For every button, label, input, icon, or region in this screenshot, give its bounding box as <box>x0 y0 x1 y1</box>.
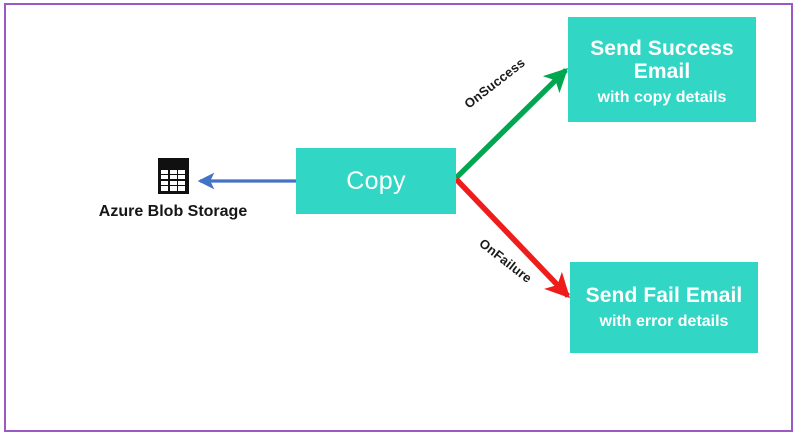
connector-copy-to-success <box>454 68 569 180</box>
activity-node-send-success-email[interactable]: Send Success Email with copy details <box>568 17 756 122</box>
storage-node-label: Azure Blob Storage <box>98 203 248 220</box>
connector-copy-to-failure <box>453 177 571 299</box>
fail-node-subtitle: with error details <box>599 312 729 330</box>
table-grid-icon <box>157 158 189 194</box>
table-grid-icon-header <box>159 160 187 168</box>
success-node-title: Send Success Email <box>590 36 734 84</box>
activity-node-copy[interactable]: Copy <box>296 148 456 214</box>
activity-node-send-fail-email[interactable]: Send Fail Email with error details <box>570 262 758 353</box>
copy-node-label: Copy <box>346 167 406 195</box>
storage-node-azure-blob-storage[interactable]: Azure Blob Storage <box>88 158 258 221</box>
success-node-subtitle: with copy details <box>597 88 727 106</box>
fail-node-title: Send Fail Email <box>585 284 743 308</box>
table-grid-icon-cells <box>159 168 187 192</box>
